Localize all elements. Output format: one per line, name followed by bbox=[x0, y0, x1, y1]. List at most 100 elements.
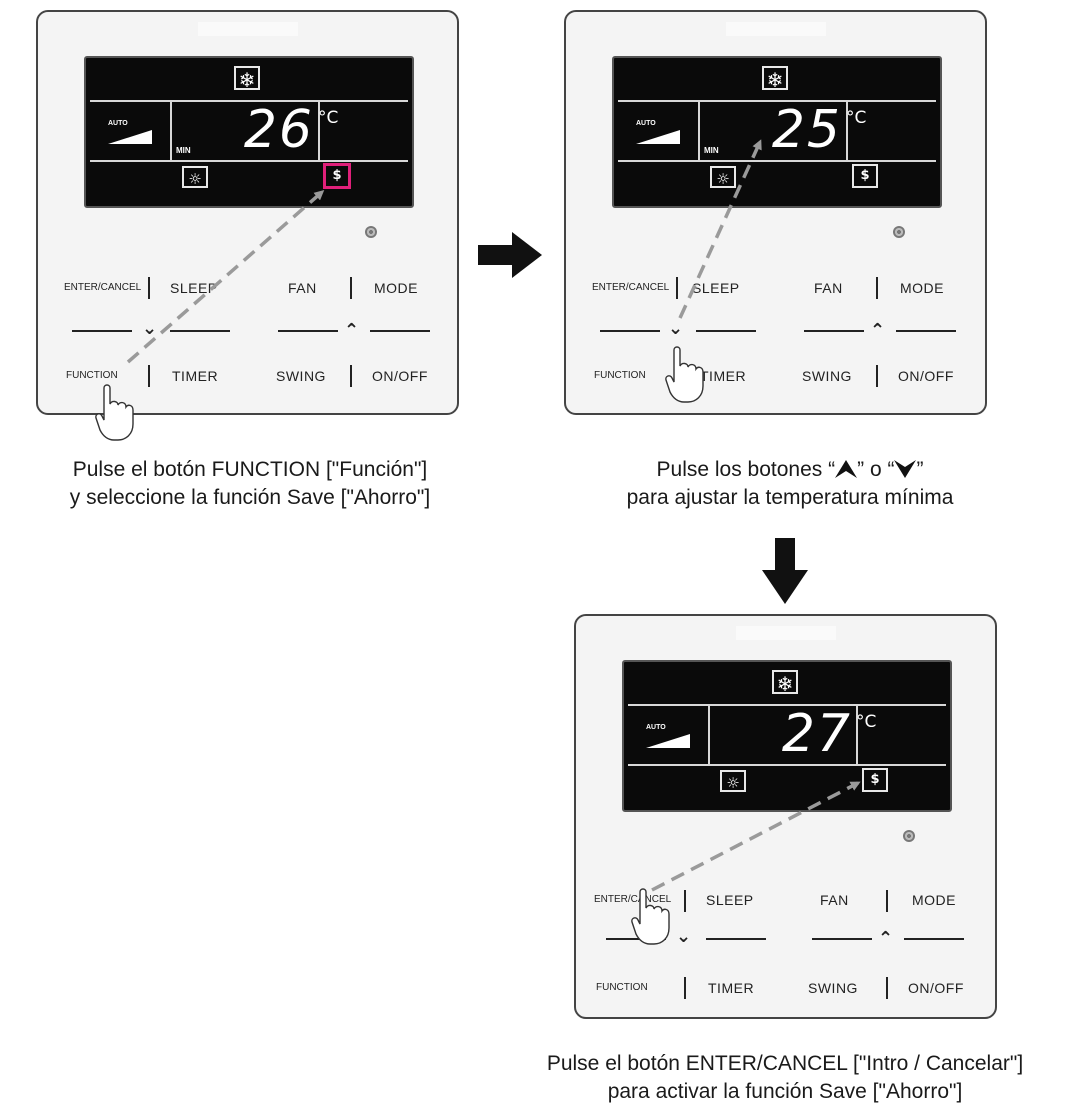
dashed-pointer-arrow bbox=[651, 781, 861, 892]
sensor-icon bbox=[365, 226, 377, 238]
caption-text: ” o “ bbox=[857, 458, 895, 481]
pointing-hand-icon bbox=[95, 384, 134, 441]
chevron-down-icon[interactable]: ⌄ bbox=[142, 318, 158, 339]
lcd-divider bbox=[698, 102, 700, 160]
button-separator bbox=[876, 365, 878, 387]
caption-step-3: Pulse el botón ENTER/CANCEL ["Intro / Ca… bbox=[480, 1050, 1090, 1106]
chevron-up-icon[interactable]: ⌃ bbox=[870, 320, 886, 341]
caption-step-2: Pulse los botones “” o “” para ajustar l… bbox=[540, 456, 1040, 512]
sleep-button[interactable]: SLEEP bbox=[692, 280, 740, 296]
save-icon: $ bbox=[862, 768, 888, 792]
sleep-button[interactable]: SLEEP bbox=[170, 280, 218, 296]
pointing-hand-icon bbox=[631, 888, 670, 945]
button-line bbox=[896, 330, 956, 332]
function-button[interactable]: FUNCTION bbox=[594, 370, 646, 381]
button-separator bbox=[676, 277, 678, 299]
on-off-button[interactable]: ON/OFF bbox=[372, 368, 428, 384]
pointing-hand-icon bbox=[665, 346, 704, 403]
swing-button[interactable]: SWING bbox=[802, 368, 852, 384]
caption-line: para activar la función Save ["Ahorro"] bbox=[607, 1080, 963, 1103]
snowflake-icon: ❄ bbox=[772, 670, 798, 696]
dashed-pointer-arrow bbox=[126, 190, 325, 364]
lcd-divider bbox=[856, 706, 858, 764]
button-separator bbox=[876, 277, 878, 299]
chevron-down-icon bbox=[894, 460, 917, 478]
min-label: MIN bbox=[176, 146, 191, 155]
function-button[interactable]: FUNCTION bbox=[66, 370, 118, 381]
on-off-button[interactable]: ON/OFF bbox=[908, 980, 964, 996]
panel-top-strip bbox=[198, 22, 298, 36]
dashed-pointer-arrow bbox=[678, 139, 762, 319]
timer-button[interactable]: TIMER bbox=[708, 980, 755, 996]
enter-cancel-button[interactable]: ENTER/CANCEL bbox=[592, 282, 670, 293]
temperature-readout: 25 bbox=[771, 100, 842, 160]
button-separator bbox=[350, 277, 352, 299]
lcd-divider bbox=[618, 160, 936, 162]
mode-button[interactable]: MODE bbox=[374, 280, 418, 296]
button-line bbox=[72, 330, 132, 332]
flow-arrow-down-icon bbox=[762, 538, 808, 604]
button-line bbox=[904, 938, 964, 940]
panel-top-strip bbox=[726, 22, 826, 36]
lamp-icon: ☼ bbox=[710, 166, 736, 188]
panel-top-strip bbox=[736, 626, 836, 640]
button-separator bbox=[350, 365, 352, 387]
fan-auto-label: AUTO bbox=[108, 120, 128, 127]
button-separator bbox=[148, 365, 150, 387]
lamp-icon: ☼ bbox=[182, 166, 208, 188]
enter-cancel-button[interactable]: ENTER/CANCEL bbox=[594, 894, 672, 905]
chevron-up-icon[interactable]: ⌃ bbox=[344, 320, 360, 341]
lcd-divider bbox=[628, 764, 946, 766]
fan-auto-label: AUTO bbox=[636, 120, 656, 127]
fan-button[interactable]: FAN bbox=[814, 280, 843, 296]
caption-line: y seleccione la función Save ["Ahorro"] bbox=[69, 486, 431, 509]
flow-arrow-right-icon bbox=[478, 232, 542, 278]
lcd-divider bbox=[90, 100, 408, 102]
button-line bbox=[706, 938, 766, 940]
fan-button[interactable]: FAN bbox=[820, 892, 849, 908]
sleep-button[interactable]: SLEEP bbox=[706, 892, 754, 908]
button-line bbox=[696, 330, 756, 332]
caption-line: para ajustar la temperatura mínima bbox=[626, 486, 954, 509]
fan-auto-label: AUTO bbox=[646, 724, 666, 731]
button-separator bbox=[684, 977, 686, 999]
snowflake-icon: ❄ bbox=[762, 66, 788, 92]
lcd-divider bbox=[170, 102, 172, 160]
caption-text: ” bbox=[916, 458, 924, 481]
mode-button[interactable]: MODE bbox=[912, 892, 956, 908]
button-separator bbox=[684, 890, 686, 912]
snowflake-icon: ❄ bbox=[234, 66, 260, 92]
button-line bbox=[804, 330, 864, 332]
button-separator bbox=[886, 977, 888, 999]
button-line bbox=[606, 938, 666, 940]
fan-button[interactable]: FAN bbox=[288, 280, 317, 296]
button-line bbox=[812, 938, 872, 940]
function-button[interactable]: FUNCTION bbox=[596, 982, 648, 993]
temperature-unit: °C bbox=[846, 108, 867, 128]
save-icon: $ bbox=[324, 164, 350, 188]
button-line bbox=[170, 330, 230, 332]
lcd-divider bbox=[90, 160, 408, 162]
chevron-down-icon[interactable]: ⌄ bbox=[668, 318, 684, 339]
lamp-icon: ☼ bbox=[720, 770, 746, 792]
sensor-icon bbox=[903, 830, 915, 842]
fan-speed-bars-icon bbox=[646, 734, 690, 748]
lcd-divider bbox=[846, 102, 848, 160]
swing-button[interactable]: SWING bbox=[808, 980, 858, 996]
on-off-button[interactable]: ON/OFF bbox=[898, 368, 954, 384]
mode-button[interactable]: MODE bbox=[900, 280, 944, 296]
timer-button[interactable]: TIMER bbox=[700, 368, 747, 384]
button-line bbox=[600, 330, 660, 332]
button-separator bbox=[148, 277, 150, 299]
lcd-divider bbox=[708, 706, 710, 764]
temperature-unit: °C bbox=[856, 712, 877, 732]
enter-cancel-button[interactable]: ENTER/CANCEL bbox=[64, 282, 142, 293]
chevron-up-icon[interactable]: ⌃ bbox=[878, 928, 894, 949]
lcd-divider bbox=[618, 100, 936, 102]
swing-button[interactable]: SWING bbox=[276, 368, 326, 384]
sensor-icon bbox=[893, 226, 905, 238]
temperature-readout: 27 bbox=[781, 704, 852, 764]
timer-button[interactable]: TIMER bbox=[172, 368, 219, 384]
chevron-down-icon[interactable]: ⌄ bbox=[676, 926, 692, 947]
